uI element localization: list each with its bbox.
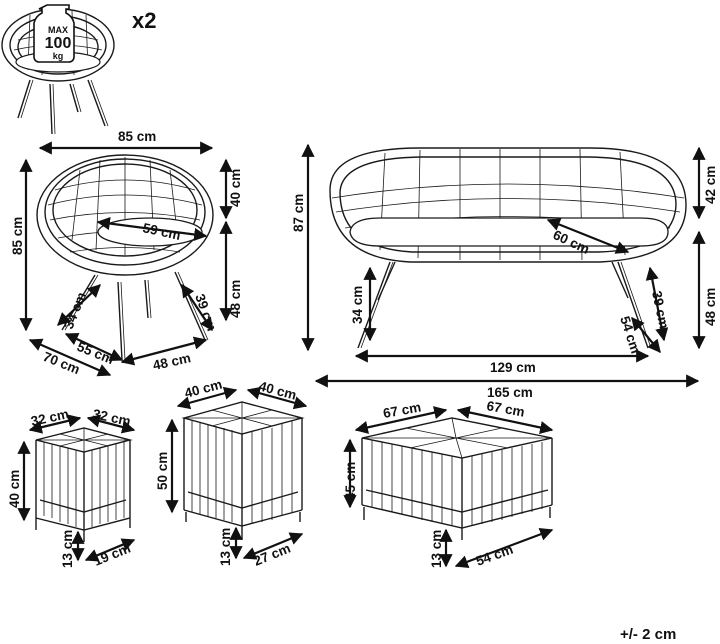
sofa-leg-span-label: 39 cm — [649, 290, 672, 331]
sofa-back-height-label: 42 cm — [703, 166, 718, 204]
quantity-label: x2 — [132, 8, 156, 33]
chair-height-label: 85 cm — [10, 217, 25, 255]
chair-thumbnail-icon: MAX 100 kg — [1, 4, 115, 135]
small-table-depth-label: 32 cm — [91, 406, 132, 429]
small-table-leg-label: 13 cm — [60, 530, 75, 568]
small-table-dimension-lines: 32 cm 32 cm 40 cm 13 cm 19 cm — [7, 406, 136, 569]
sofa-dimension-lines: 87 cm 42 cm 60 cm 48 cm 34 cm 39 cm 54 c… — [291, 143, 718, 400]
large-table-dimension-lines: 67 cm 67 cm 45 cm 13 cm 54 cm — [343, 398, 554, 569]
tolerance-note: +/- 2 cm — [620, 626, 676, 643]
chair-leg-width-label: 34 cm — [61, 290, 89, 331]
max-load-value: 100 — [45, 35, 72, 52]
chair-width-label: 85 cm — [118, 129, 156, 144]
chair-drawing — [36, 154, 214, 361]
sofa-seat-height-label: 48 cm — [703, 288, 718, 326]
medium-table-width-label: 40 cm — [183, 377, 224, 401]
medium-table-base-label: 27 cm — [252, 541, 293, 569]
max-load-unit: kg — [53, 51, 64, 61]
sofa-total-width-label: 165 cm — [487, 385, 533, 400]
medium-table-height-label: 50 cm — [155, 452, 170, 490]
small-table-height-label: 40 cm — [7, 470, 22, 508]
large-table-base-label: 54 cm — [474, 542, 515, 569]
large-table-width-label: 67 cm — [382, 400, 422, 421]
large-table-depth-label: 67 cm — [485, 398, 525, 419]
sofa-leg-depth-label: 54 cm — [617, 314, 643, 355]
medium-table-leg-label: 13 cm — [218, 528, 233, 566]
small-table-base-label: 19 cm — [92, 541, 133, 569]
large-table-leg-label: 13 cm — [429, 530, 444, 568]
chair-seat-height-label: 48 cm — [228, 280, 243, 318]
sofa-height-label: 87 cm — [291, 194, 306, 232]
small-table-drawing — [35, 427, 133, 542]
max-load-badge: MAX 100 kg — [33, 4, 75, 63]
sofa-inner-width-label: 129 cm — [490, 360, 536, 375]
medium-table-drawing — [181, 401, 305, 540]
chair-back-height-label: 40 cm — [228, 169, 243, 207]
large-table-drawing — [361, 417, 553, 540]
sofa-leg-height-label: 34 cm — [350, 286, 365, 324]
max-load-prefix: MAX — [48, 25, 68, 35]
large-table-height-label: 45 cm — [343, 462, 358, 500]
